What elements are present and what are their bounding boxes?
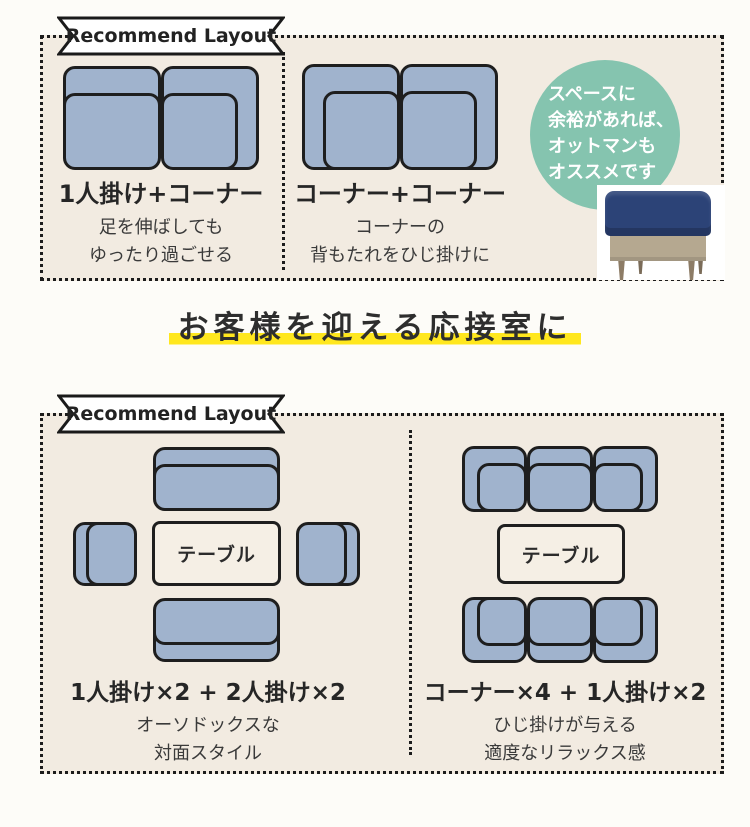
- sofa-seat-line: [476, 600, 525, 646]
- desc-line: ゆったり過ごせる: [89, 244, 233, 266]
- layout-title-1x2-2x2: 1人掛け×2 + 2人掛け×2: [70, 680, 346, 706]
- sofa-unit-single: [63, 66, 161, 170]
- sofa-unit-single: [527, 446, 593, 512]
- sofa-unit-corner-right: [161, 66, 259, 170]
- sofa-diagram-1seater-corner: [63, 66, 259, 170]
- sofa-seat-line: [595, 463, 644, 509]
- desc-line: 足を伸ばしても: [98, 217, 224, 238]
- ribbon-shape-icon: [57, 16, 285, 56]
- ottoman-leg: [697, 257, 704, 274]
- sofa-unit-single: [527, 597, 593, 663]
- table-right-layout: テーブル: [497, 524, 625, 584]
- recommend-layout-ribbon-top: Recommend Layout: [57, 16, 285, 56]
- ottoman-leg: [637, 257, 644, 274]
- sofa-unit-corner-right: [400, 64, 498, 170]
- layout-title-1seater-corner: 1人掛け+コーナー: [58, 180, 264, 208]
- desc-line: ひじ掛けが与える: [493, 715, 637, 736]
- recommend-layout-ribbon-bottom: Recommend Layout: [57, 394, 285, 434]
- ottoman-photo: [597, 185, 725, 280]
- sofa-2seater-bottom: [153, 598, 280, 662]
- bubble-line: オットマンも: [548, 136, 656, 157]
- sofa-unit-corner-right: [592, 597, 658, 663]
- desc-line: 適度なリラックス感: [484, 742, 646, 764]
- sofa-seat-line: [595, 600, 644, 646]
- desc-line: オーソドックスな: [136, 715, 280, 736]
- section-heading: お客様を迎える応接室に: [0, 303, 750, 353]
- desc-line: 背もたれをひじ掛けに: [310, 244, 490, 266]
- ribbon-label: Recommend Layout: [65, 403, 277, 425]
- layout-title-corner4-1x2: コーナー×4 + 1人掛け×2: [423, 680, 707, 706]
- layout-title-corner-corner: コーナー+コーナー: [293, 180, 507, 208]
- highlighted-heading-text: お客様を迎える応接室に: [169, 310, 581, 346]
- sofa-seat-line: [530, 463, 590, 509]
- ottoman-wood-base: [610, 234, 706, 261]
- sofa-unit-corner-right: [592, 446, 658, 512]
- layout-desc-1x2-2x2: オーソドックスな 対面スタイル: [48, 712, 368, 768]
- layout-desc-1seater-corner: 足を伸ばしても ゆったり過ごせる: [43, 214, 279, 270]
- bubble-text: スペースに 余裕があれば、 オットマンも オススメです: [548, 82, 674, 186]
- ottoman-leg: [688, 259, 695, 280]
- sofa-unit-corner-left: [462, 597, 528, 663]
- layout-desc-corner-corner: コーナーの 背もたれをひじ掛けに: [288, 214, 512, 270]
- ottoman-leg: [618, 259, 625, 280]
- chair-right: [296, 522, 360, 586]
- sofa-seat-line: [299, 525, 347, 583]
- sofa-seat-line: [403, 91, 477, 167]
- ottoman-cushion: [605, 191, 711, 236]
- sofa-seat-line: [156, 601, 277, 646]
- sofa-diagram-corner-corner: [302, 64, 498, 170]
- sofa-seat-line: [86, 525, 134, 583]
- ribbon-shape-icon: [57, 394, 285, 434]
- sofa-3unit-bottom: [462, 597, 658, 663]
- table-label: テーブル: [177, 544, 256, 566]
- bubble-line: オススメです: [548, 162, 656, 183]
- sofa-seat-line: [156, 463, 277, 508]
- sofa-unit-corner-left: [462, 446, 528, 512]
- bubble-line: 余裕があれば、: [548, 110, 674, 131]
- ribbon-label: Recommend Layout: [65, 25, 277, 47]
- desc-line: 対面スタイル: [154, 742, 262, 764]
- sofa-seat-line: [66, 92, 158, 167]
- top-panel-divider: [282, 52, 285, 270]
- sofa-seat-line: [164, 92, 238, 167]
- bottom-panel-divider: [409, 430, 412, 755]
- sofa-seat-line: [530, 600, 590, 646]
- sofa-seat-line: [476, 463, 525, 509]
- sofa-seat-line: [323, 91, 397, 167]
- bubble-line: スペースに: [548, 84, 636, 105]
- layout-desc-corner4-1x2: ひじ掛けが与える 適度なリラックス感: [415, 712, 715, 768]
- table-label: テーブル: [521, 544, 601, 567]
- sofa-2seater-top: [153, 447, 280, 511]
- table-left-layout: テーブル: [152, 521, 281, 586]
- sofa-unit-corner-left: [302, 64, 400, 170]
- desc-line: コーナーの: [355, 217, 445, 238]
- sofa-3unit-top: [462, 446, 658, 512]
- chair-left: [73, 522, 137, 586]
